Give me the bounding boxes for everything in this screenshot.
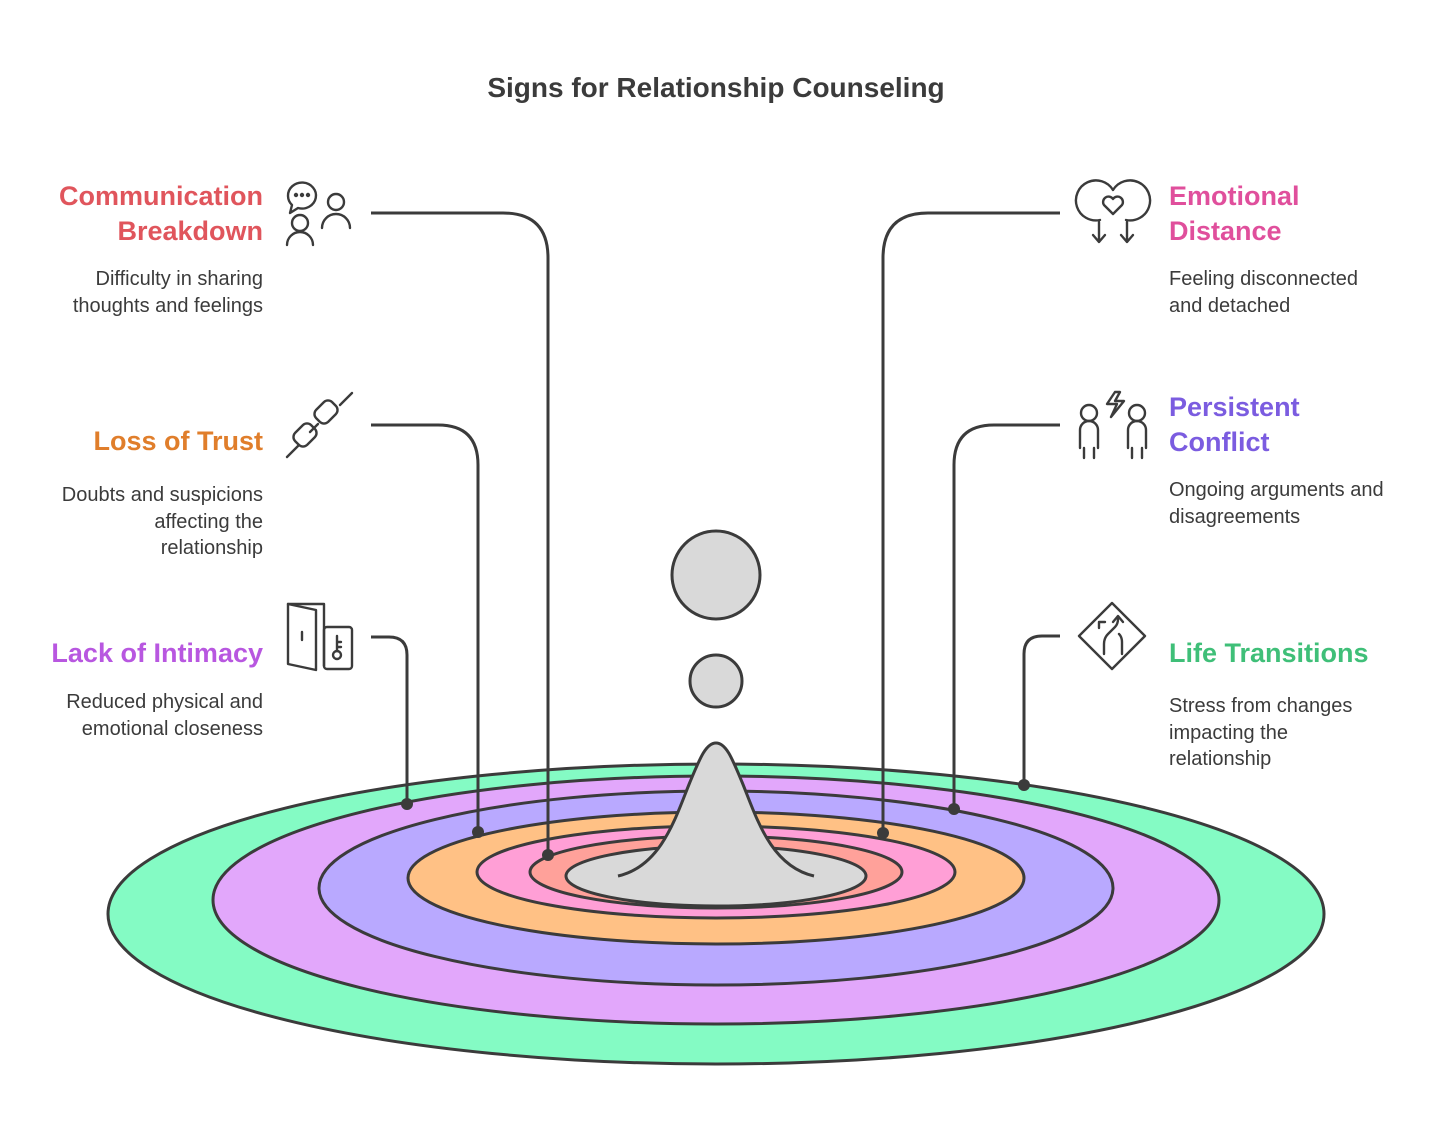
desc-persistent-conflict: Ongoing arguments and disagreements <box>1169 479 1384 528</box>
door-key-icon <box>286 602 354 672</box>
droplet-large <box>670 529 762 621</box>
label-communication-breakdown: Communication Breakdown <box>58 181 263 246</box>
label-life-transitions: Life Transitions <box>1169 638 1369 668</box>
conversation-people-icon <box>285 181 352 247</box>
desc-life-transitions: Stress from changes impacting the relati… <box>1169 695 1353 770</box>
conflict-people-icon <box>1078 390 1148 460</box>
heart-arrows-icon <box>1074 179 1152 244</box>
label-emotional-distance: Emotional Distance <box>1169 181 1300 246</box>
road-sign-icon <box>1077 601 1147 671</box>
droplet-small <box>688 653 744 709</box>
connector-emotional <box>881 211 1060 833</box>
splash-peak <box>617 741 815 878</box>
connector-transitions <box>1022 634 1060 785</box>
diagram-title: Signs for Relationship Counseling <box>487 72 945 103</box>
label-lack-of-intimacy: Lack of Intimacy <box>51 638 263 668</box>
desc-loss-of-trust: Doubts and suspicions affecting the rela… <box>61 484 263 559</box>
desc-emotional-distance: Feeling disconnected and detached <box>1169 268 1359 317</box>
connector-dot-trust <box>472 826 484 838</box>
desc-lack-of-intimacy: Reduced physical and emotional closeness <box>66 691 263 740</box>
connector-conflict <box>952 423 1060 809</box>
label-loss-of-trust: Loss of Trust <box>93 426 263 456</box>
connector-trust <box>371 423 480 832</box>
connector-dot-communication <box>542 849 554 861</box>
connector-communication <box>371 211 550 855</box>
connector-dot-intimacy <box>401 798 413 810</box>
broken-chain-icon <box>285 391 354 459</box>
connector-dot-conflict <box>948 803 960 815</box>
connector-intimacy <box>371 635 409 804</box>
desc-communication-breakdown: Difficulty in sharing thoughts and feeli… <box>72 268 263 317</box>
label-persistent-conflict: Persistent Conflict <box>1169 392 1300 457</box>
connector-dot-emotional <box>877 827 889 839</box>
connector-dot-transitions <box>1018 779 1030 791</box>
